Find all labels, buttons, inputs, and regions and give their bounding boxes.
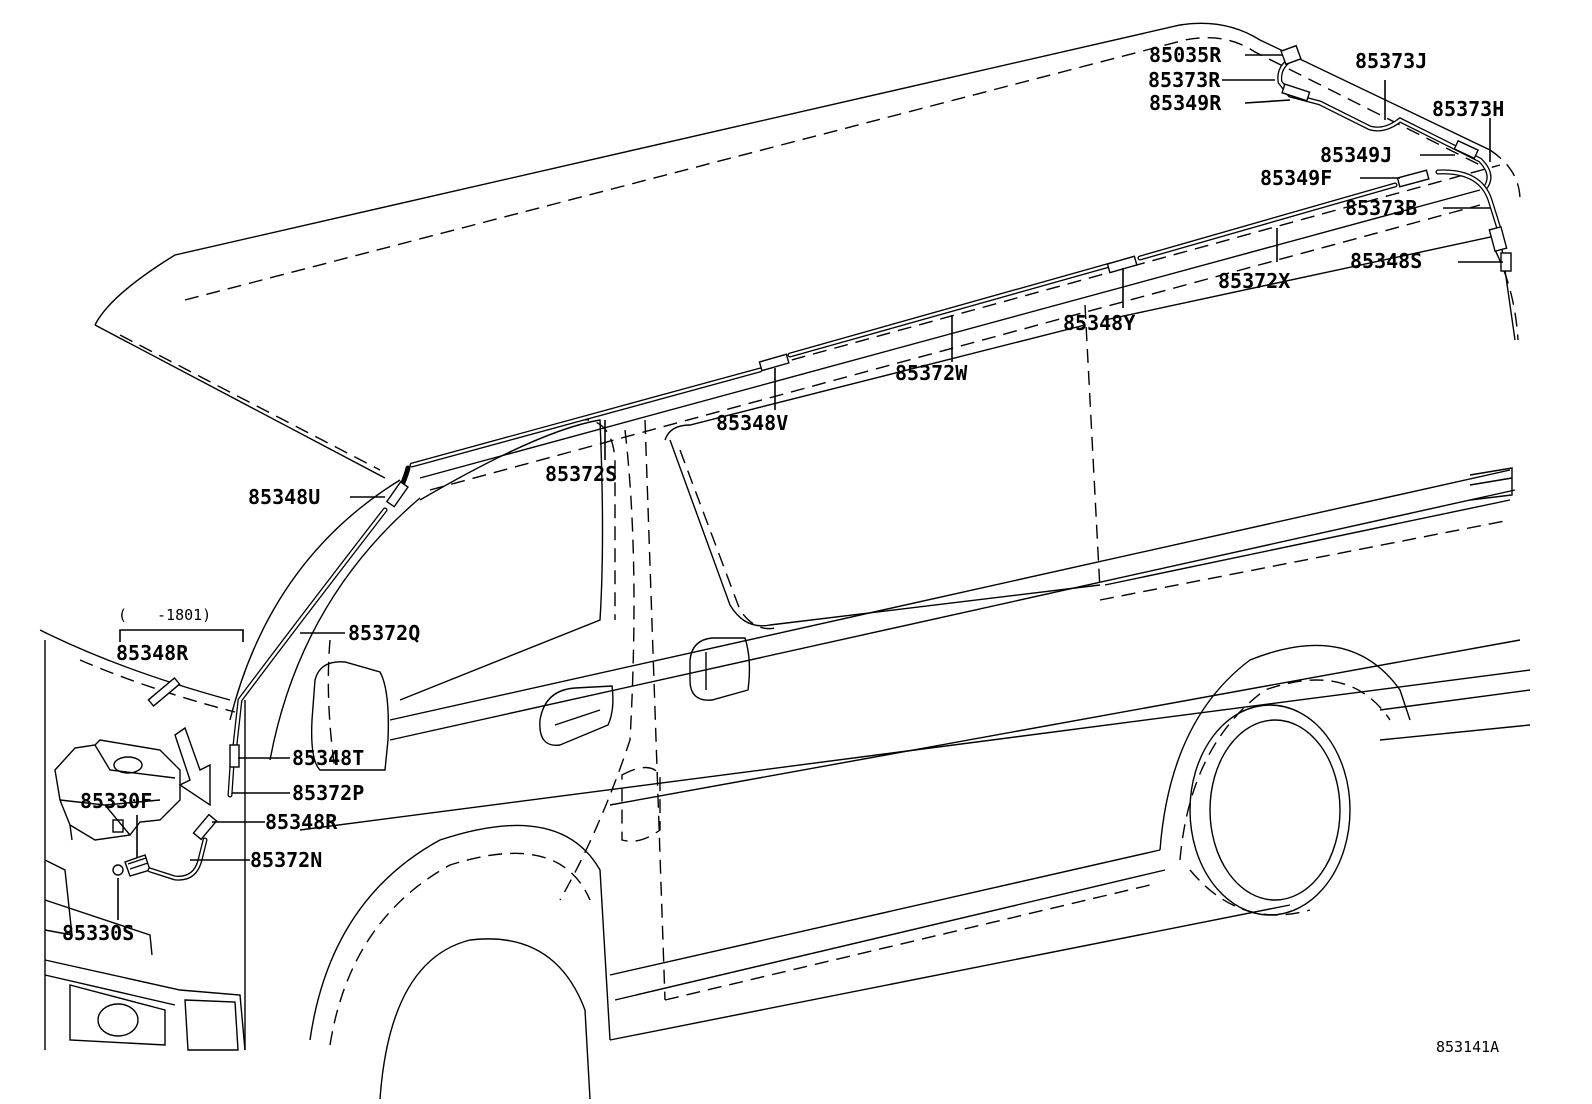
label-85348S: 85348S bbox=[1350, 249, 1422, 273]
label-85348R-variant: 85348R bbox=[116, 641, 189, 665]
label-85349F: 85349F bbox=[1260, 166, 1332, 190]
label-85372W: 85372W bbox=[895, 361, 968, 385]
label-85349R: 85349R bbox=[1149, 91, 1222, 115]
label-85372N: 85372N bbox=[250, 848, 322, 872]
label-85372S: 85372S bbox=[545, 462, 617, 486]
label-85330F: 85330F bbox=[80, 789, 152, 813]
label-85373R: 85373R bbox=[1148, 68, 1221, 92]
pointer-arrow-icon bbox=[174, 726, 211, 807]
label-85372Q: 85372Q bbox=[348, 621, 420, 645]
label-85348U: 85348U bbox=[248, 485, 320, 509]
label-85035R: 85035R bbox=[1149, 43, 1222, 67]
label-85330S: 85330S bbox=[62, 921, 134, 945]
hose-joints bbox=[147, 44, 1512, 841]
washer-tank-illustration bbox=[54, 739, 181, 877]
van-body-outline bbox=[39, 22, 1531, 1100]
drawing-number: 853141A bbox=[1436, 1038, 1499, 1056]
part-labels: 85035R 85373J 85373R 85349R 85373H 85349… bbox=[62, 43, 1504, 1056]
label-85372X: 85372X bbox=[1218, 269, 1290, 293]
label-85348Y: 85348Y bbox=[1063, 311, 1135, 335]
label-85348T: 85348T bbox=[292, 746, 364, 770]
label-85373J: 85373J bbox=[1355, 49, 1427, 73]
label-85373H: 85373H bbox=[1432, 97, 1504, 121]
washer-hoses bbox=[147, 57, 1503, 881]
label-85372P: 85372P bbox=[292, 781, 364, 805]
label-85348R: 85348R bbox=[265, 810, 338, 834]
label-85349J: 85349J bbox=[1320, 143, 1392, 167]
label-85373B: 85373B bbox=[1345, 196, 1417, 220]
leader-lines bbox=[117, 54, 1503, 920]
label-85348V: 85348V bbox=[716, 411, 788, 435]
variant-note: ( -1801) bbox=[118, 606, 211, 624]
